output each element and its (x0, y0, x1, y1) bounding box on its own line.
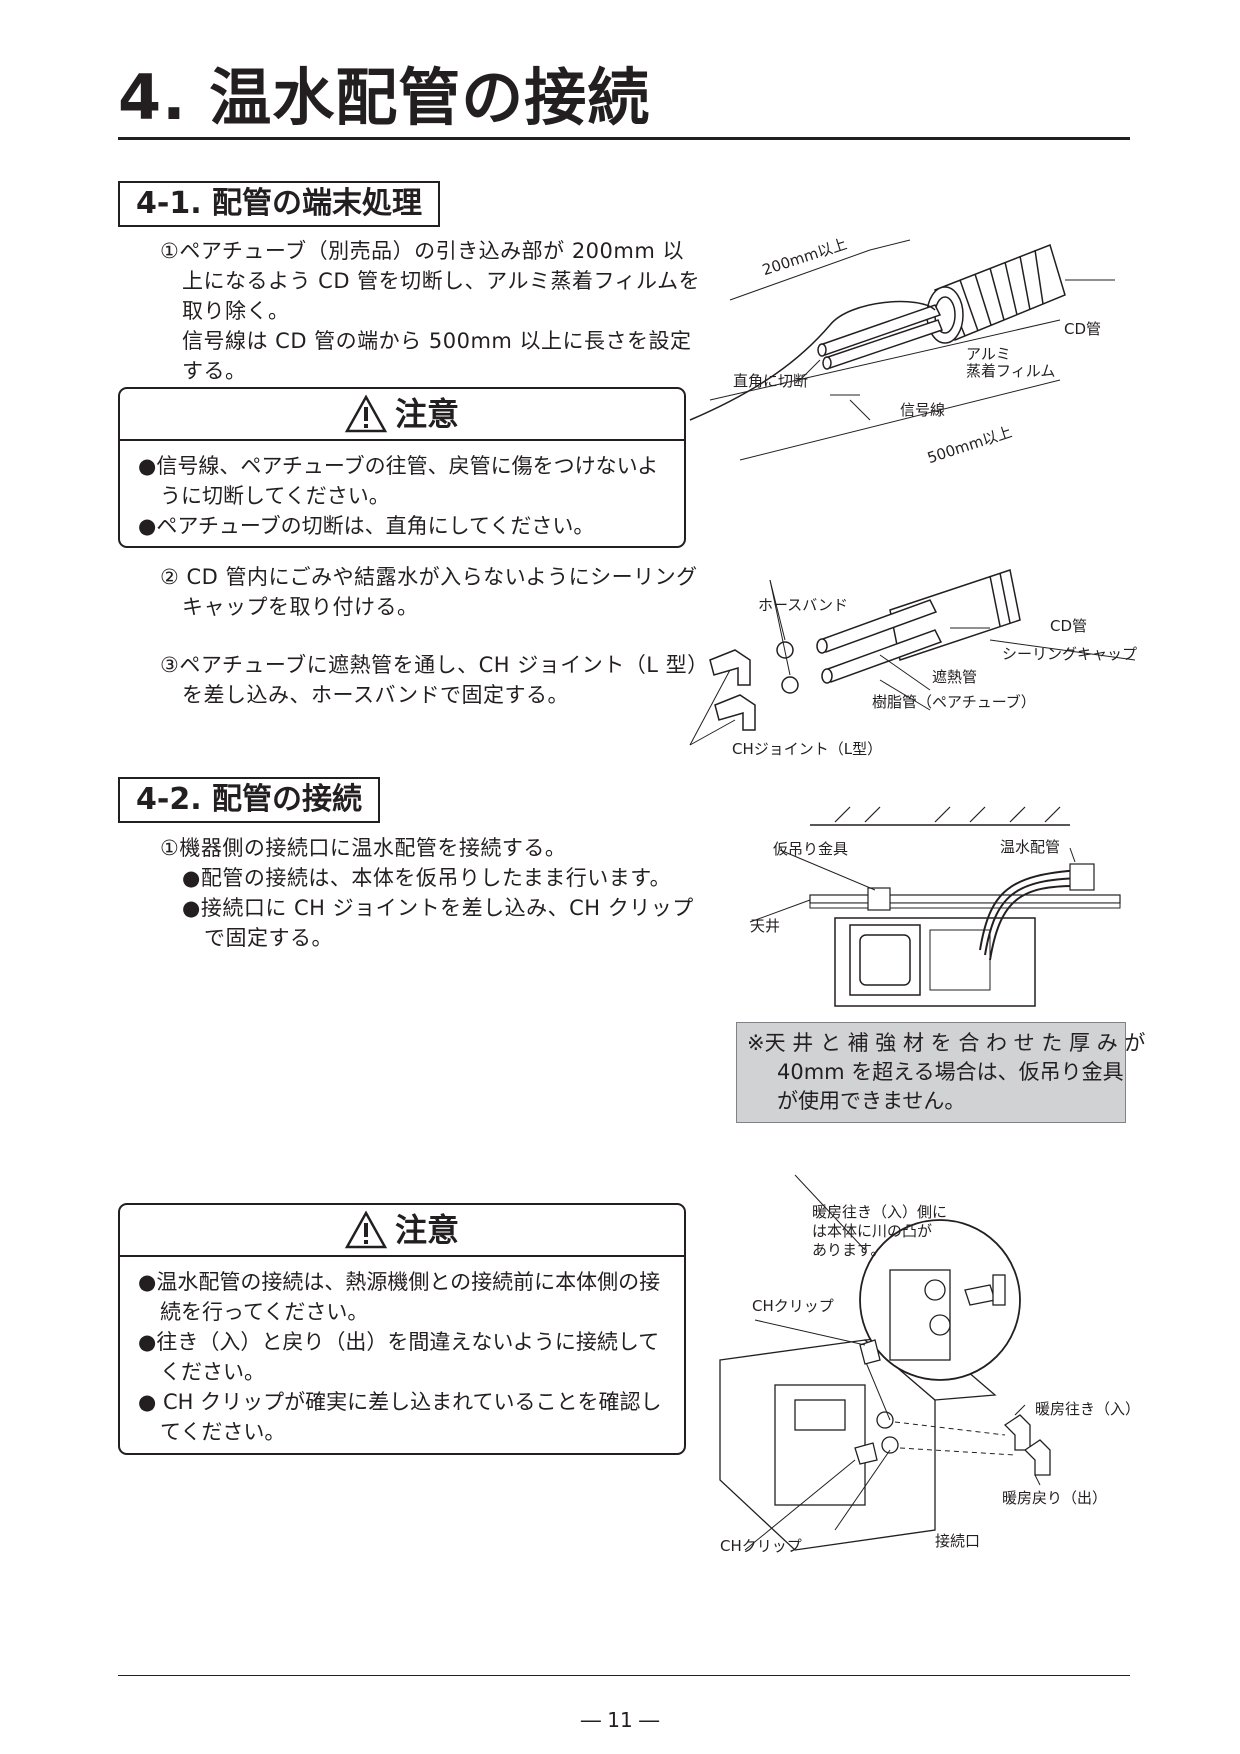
label-cd-pipe-2: CD管 (1050, 617, 1088, 635)
section2-line: ①機器側の接続口に温水配管を接続する。 (160, 836, 567, 860)
label-cd-pipe: CD管 (1064, 320, 1102, 338)
section-heading-4-1: 4-1. 配管の端末処理 (118, 181, 441, 227)
step1-line: する。 (182, 359, 247, 383)
step1-line: 信号線は CD 管の端から 500mm 以上に長さを設定 (182, 329, 692, 353)
page-number: ― 11 ― (580, 1708, 660, 1732)
label-note-2: は本体に川の凸が (812, 1222, 933, 1240)
label-note-3: あります。 (812, 1241, 886, 1259)
caution-item: ●ペアチューブの切断は、直角にしてください。 (138, 514, 595, 538)
footer-rule (118, 1675, 1130, 1676)
warning-icon (344, 1210, 388, 1249)
step3-line: を差し込み、ホースバンドで固定する。 (182, 683, 569, 707)
step1-line: ①ペアチューブ（別売品）の引き込み部が 200mm 以 (160, 239, 684, 263)
connection-port-diagram (719, 1174, 1051, 1551)
label-ch-joint: CHジョイント（L型） (732, 740, 883, 758)
caution-header: 注意 (120, 1205, 684, 1257)
note-line: 40mm を超える場合は、仮吊り金具 (777, 1060, 1124, 1084)
ch-joint-diagram (689, 569, 1136, 746)
step1-line: 上になるよう CD 管を切断し、アルミ蒸着フィルムを (182, 269, 701, 293)
section-heading-4-2: 4-2. 配管の接続 (118, 777, 381, 823)
caution-item: うに切断してください。 (160, 484, 390, 508)
step1-line: 取り除く。 (182, 299, 290, 323)
label-cut-square: 直角に切断 (733, 372, 809, 390)
step3-text: ③ペアチューブに遮熱管を通し、CH ジョイント（L 型） を差し込み、ホースバン… (160, 650, 709, 710)
label-sealing-cap: シーリングキャップ (1002, 645, 1138, 663)
caution-item: てください。 (160, 1420, 286, 1444)
step2-line: キャップを取り付ける。 (182, 595, 419, 619)
note-line: ※天 井 と 補 強 材 を 合 わ せ た 厚 み が (747, 1031, 1146, 1055)
note-line: が使用できません。 (777, 1089, 966, 1113)
warning-icon (344, 394, 388, 433)
label-hot-water-pipe: 温水配管 (1000, 838, 1061, 856)
label-alumi-1: アルミ (966, 345, 1011, 363)
caution-body: ●信号線、ペアチューブの往管、戻管に傷をつけないよ うに切断してください。 ●ペ… (120, 441, 684, 549)
label-connection-port: 接続口 (935, 1532, 981, 1550)
caution-title: 注意 (394, 1211, 459, 1249)
caution-item: ください。 (160, 1360, 265, 1384)
label-temp-hanger: 仮吊り金具 (773, 840, 849, 858)
pipe-end-diagram (689, 239, 1115, 461)
step2-text: ② CD 管内にごみや結露水が入らないようにシーリング キャップを取り付ける。 (160, 562, 698, 622)
caution-box-1: 注意 ●信号線、ペアチューブの往管、戻管に傷をつけないよ うに切断してください。… (118, 387, 686, 548)
label-note-1: 暖房往き（入）側に (812, 1203, 948, 1221)
label-hose-band: ホースバンド (758, 596, 849, 614)
hanging-unit-diagram (749, 806, 1121, 1007)
caution-item: ●信号線、ペアチューブの往管、戻管に傷をつけないよ (138, 454, 659, 478)
caution-title: 注意 (394, 395, 459, 433)
step3-line: ③ペアチューブに遮熱管を通し、CH ジョイント（L 型） (160, 653, 709, 677)
section2-text: ①機器側の接続口に温水配管を接続する。 ●配管の接続は、本体を仮吊りしたまま行い… (160, 833, 694, 953)
page-title: 4. 温水配管の接続 (118, 61, 651, 134)
caution-item: ●往き（入）と戻り（出）を間違えないように接続して (138, 1330, 660, 1354)
section2-line: で固定する。 (204, 926, 333, 950)
label-heating-return: 暖房戻り（出） (1002, 1489, 1108, 1507)
step2-line: ② CD 管内にごみや結露水が入らないようにシーリング (160, 565, 698, 589)
caution-header: 注意 (120, 389, 684, 441)
label-ch-clip-top: CHクリップ (752, 1297, 834, 1315)
caution-item: ●温水配管の接続は、熱源機側との接続前に本体側の接 (138, 1270, 661, 1294)
label-alumi-2: 蒸着フィルム (966, 362, 1056, 380)
caution-box-2: 注意 ●温水配管の接続は、熱源機側との接続前に本体側の接 続を行ってください。 … (118, 1203, 686, 1455)
section2-line: ●接続口に CH ジョイントを差し込み、CH クリップ (182, 896, 694, 920)
label-ch-clip-bottom: CHクリップ (720, 1537, 802, 1555)
label-shield-pipe: 遮熱管 (932, 668, 978, 686)
caution-item: ● CH クリップが確実に差し込まれていることを確認し (138, 1390, 662, 1414)
label-signal-line: 信号線 (900, 401, 946, 419)
step1-text: ①ペアチューブ（別売品）の引き込み部が 200mm 以 上になるよう CD 管を… (160, 236, 700, 386)
title-rule (118, 137, 1130, 140)
label-ceiling: 天井 (750, 917, 781, 935)
caution-item: 続を行ってください。 (160, 1300, 369, 1324)
caution-body: ●温水配管の接続は、熱源機側との接続前に本体側の接 続を行ってください。 ●往き… (120, 1257, 684, 1455)
section2-line: ●配管の接続は、本体を仮吊りしたまま行います。 (182, 866, 672, 890)
label-resin-pipe: 樹脂管（ペアチューブ） (872, 693, 1036, 711)
label-heating-supply: 暖房往き（入） (1035, 1400, 1141, 1418)
thickness-note: ※天 井 と 補 強 材 を 合 わ せ た 厚 み が 40mm を超える場合… (736, 1022, 1146, 1123)
